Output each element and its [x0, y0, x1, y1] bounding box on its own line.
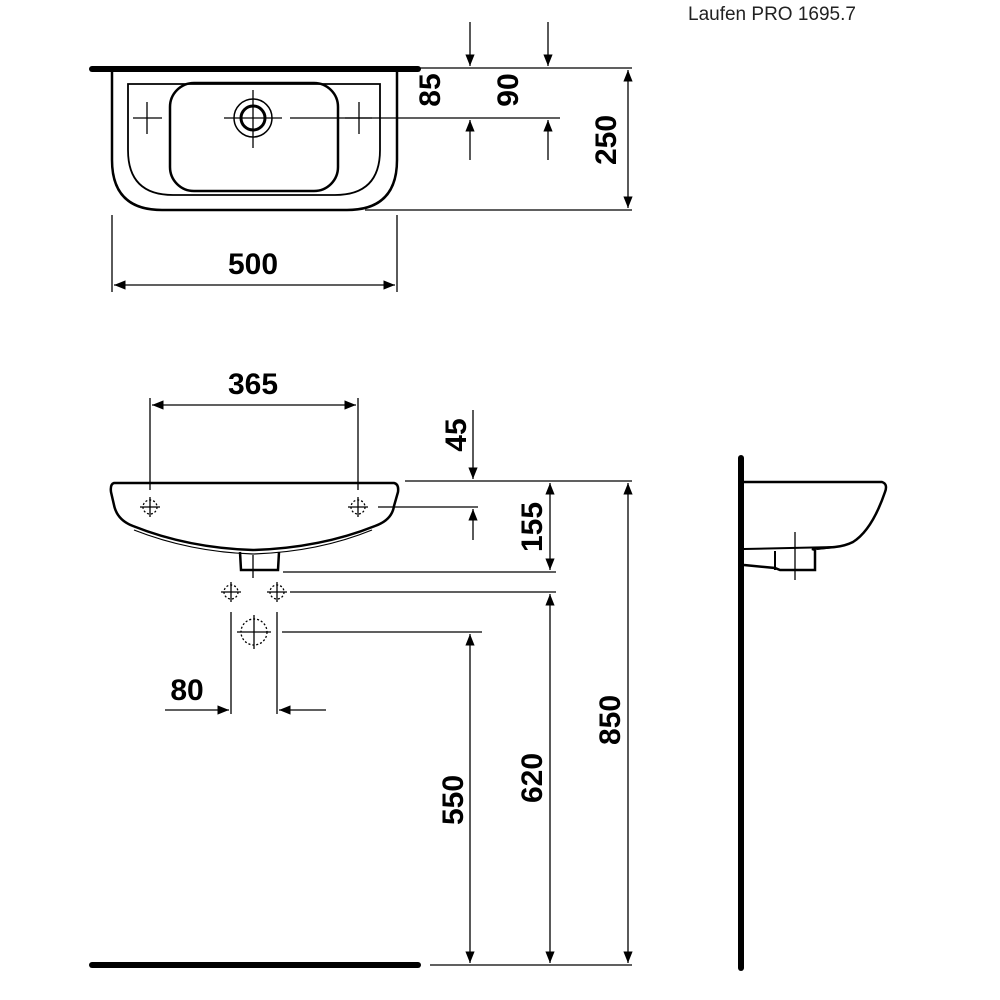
dim-width: 500	[228, 248, 278, 281]
basin-front-outline	[109, 481, 400, 552]
drain-front	[238, 551, 281, 572]
dim-supply-height: 620	[516, 753, 549, 803]
dim-basin-height: 155	[516, 502, 549, 552]
front-view	[89, 398, 633, 968]
dim-waste-height: 550	[437, 775, 470, 825]
dim-fixing-spacing: 365	[228, 368, 278, 401]
side-view	[738, 455, 888, 971]
basin-outline	[110, 72, 399, 212]
dim-supply-spacing: 80	[170, 674, 203, 707]
bowl-outline	[168, 81, 340, 193]
dim-rim-to-fixing: 45	[440, 418, 473, 451]
dim-overflow-offset: 90	[492, 73, 525, 106]
drawing-title: Laufen PRO 1695.7	[688, 4, 856, 25]
dim-tap-offset: 85	[414, 73, 447, 106]
top-view	[89, 22, 633, 292]
dim-rim-height: 850	[594, 695, 627, 745]
dim-depth: 250	[590, 115, 623, 165]
